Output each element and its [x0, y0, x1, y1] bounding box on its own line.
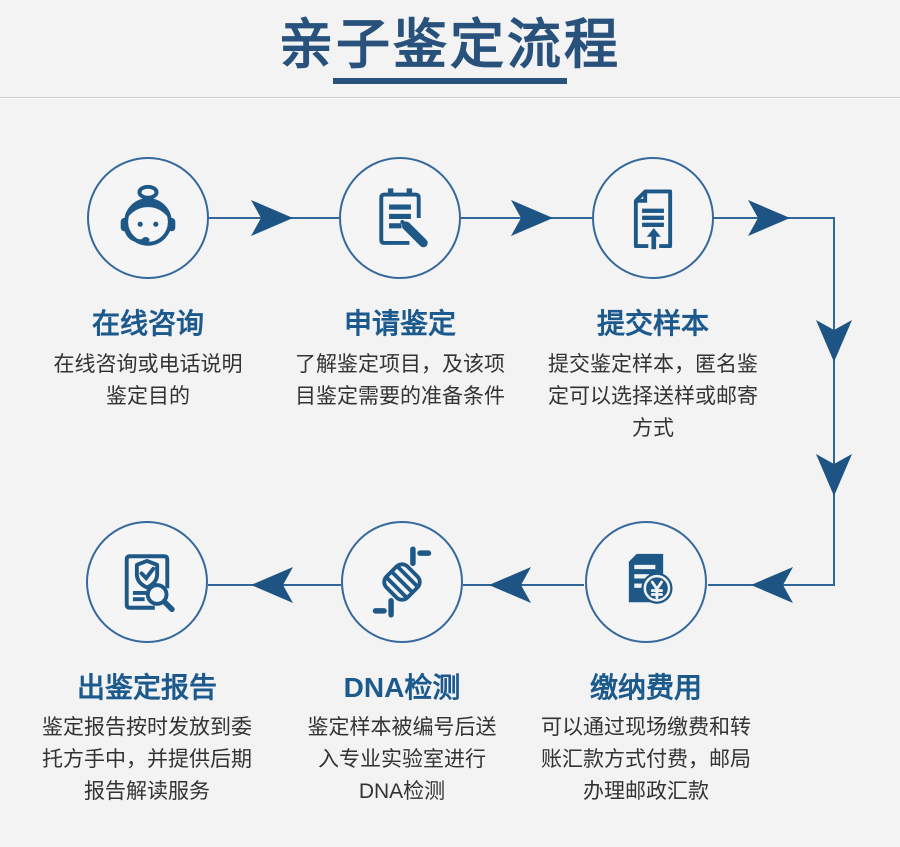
arrow-left-icon	[751, 567, 793, 603]
customer-service-icon	[120, 184, 176, 246]
upload-document-icon	[633, 189, 673, 250]
arrow-right-icon	[748, 200, 790, 236]
arrow-down-icon	[816, 320, 852, 362]
step4-description: 可以通过现场缴费和转 账汇款方式付费，邮局 办理邮政汇款	[541, 716, 751, 803]
step2-description: 了解鉴定项目，及该项 目鉴定需要的准备条件	[295, 353, 505, 408]
step4-title: 缴纳费用	[589, 672, 702, 703]
step2-title: 申请鉴定	[343, 308, 456, 339]
title-underline	[333, 78, 567, 84]
step3-title: 提交样本	[596, 308, 709, 339]
step1-title: 在线咨询	[91, 308, 204, 339]
arrow-down-icon	[816, 454, 852, 496]
payment-icon	[628, 553, 673, 604]
dna-icon	[372, 546, 432, 618]
step3-icon-circle	[592, 157, 714, 279]
arrowheads	[251, 200, 852, 603]
step4-icon-circle	[585, 521, 707, 643]
flow-connectors	[208, 200, 852, 603]
step6-description: 鉴定报告按时发放到委 托方手中，并提供后期 报告解读服务	[42, 716, 252, 803]
apply-form-icon	[379, 188, 428, 248]
arrow-right-icon	[251, 200, 293, 236]
page-header: 亲子鉴定流程	[0, 0, 900, 98]
arrow-right-icon	[511, 200, 553, 236]
flow-canvas: 在线咨询 在线咨询或电话说明 鉴定目的 申请鉴定 了解鉴定项目，及该项 目鉴定需…	[0, 98, 900, 847]
arrow-left-icon	[489, 567, 531, 603]
arrow-left-icon	[251, 567, 293, 603]
step2-icon-circle	[339, 157, 461, 279]
step6-icon-circle	[86, 521, 208, 643]
page-title: 亲子鉴定流程	[279, 15, 621, 75]
step5-title: DNA检测	[343, 672, 461, 703]
step5-icon-circle	[341, 521, 463, 643]
step5-description: 鉴定样本被编号后送 入专业实验室进行 DNA检测	[307, 716, 497, 803]
step6-title: 出鉴定报告	[76, 672, 217, 703]
report-icon	[124, 554, 175, 613]
step3-description: 提交鉴定样本，匿名鉴 定可以选择送样或邮寄 方式	[548, 353, 758, 440]
step1-icon-circle	[87, 157, 209, 279]
step1-description: 在线咨询或电话说明 鉴定目的	[53, 353, 243, 408]
